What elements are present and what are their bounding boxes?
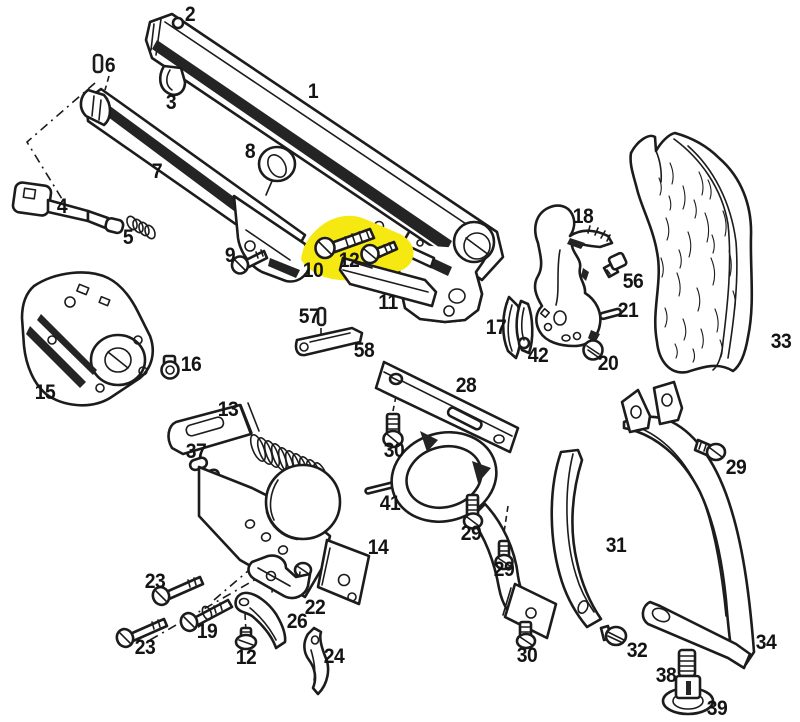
part-18-hammer-drawing[interactable] <box>533 204 614 348</box>
part-label-29-guard-rear[interactable]: 29 <box>493 558 515 581</box>
part-6-pin-drawing[interactable] <box>92 53 104 74</box>
part-label-31[interactable]: 31 <box>605 534 627 557</box>
part-9-screw-drawing[interactable] <box>230 249 269 275</box>
part-33-grip-drawing[interactable] <box>629 131 754 374</box>
part-label-24[interactable]: 24 <box>323 645 345 668</box>
part-label-42[interactable]: 42 <box>527 344 549 367</box>
part-label-13[interactable]: 13 <box>217 398 239 421</box>
part-label-2[interactable]: 2 <box>184 3 196 26</box>
part-24-trigger-drawing[interactable] <box>303 626 330 696</box>
part-12-highlight-group[interactable] <box>301 215 414 281</box>
part-16-nipple-drawing[interactable] <box>160 354 180 380</box>
part-label-18[interactable]: 18 <box>572 205 594 228</box>
part-22-bolt-drawing[interactable] <box>247 554 312 600</box>
part-label-17[interactable]: 17 <box>485 316 507 339</box>
part-label-4[interactable]: 4 <box>56 195 68 218</box>
part-11-wedge-drawing[interactable] <box>338 256 438 308</box>
part-label-28[interactable]: 28 <box>455 374 477 397</box>
part-label-22[interactable]: 22 <box>304 596 326 619</box>
part-20-nut-drawing[interactable] <box>582 339 604 361</box>
part-14-frame-drawing[interactable] <box>197 463 371 606</box>
part-label-56[interactable]: 56 <box>622 270 644 293</box>
part-label-57[interactable]: 57 <box>298 305 320 328</box>
part-label-1[interactable]: 1 <box>307 80 319 103</box>
highlight-part-12[interactable] <box>301 215 414 281</box>
part-21-pin-drawing[interactable] <box>598 307 623 321</box>
part-label-39[interactable]: 39 <box>706 697 728 720</box>
part-7-loading-lever-drawing[interactable] <box>79 87 312 283</box>
part-label-19[interactable]: 19 <box>196 620 218 643</box>
part-label-33[interactable]: 33 <box>770 330 792 353</box>
part-label-10[interactable]: 10 <box>302 259 324 282</box>
part-30-rear-screw-drawing[interactable] <box>515 620 537 650</box>
part-23-upper-screw-drawing[interactable] <box>150 575 205 607</box>
part-12-lower-screw-drawing[interactable] <box>234 626 258 651</box>
part-4-plunger-drawing[interactable] <box>11 181 125 235</box>
part-label-23-upper[interactable]: 23 <box>144 570 166 593</box>
part-label-30-trigger-guard[interactable]: 30 <box>383 439 405 462</box>
part-label-29-backstrap[interactable]: 29 <box>725 456 747 479</box>
part-label-3[interactable]: 3 <box>165 91 177 114</box>
part-label-6[interactable]: 6 <box>104 54 116 77</box>
part-29-rear-screw-drawing[interactable] <box>494 539 514 571</box>
part-label-37[interactable]: 37 <box>185 440 207 463</box>
part-8-ring-drawing[interactable] <box>257 145 297 196</box>
part-label-26[interactable]: 26 <box>286 610 308 633</box>
part-label-29-guard-front[interactable]: 29 <box>460 522 482 545</box>
part-3-catch-drawing <box>158 64 187 97</box>
part-label-15[interactable]: 15 <box>34 381 56 404</box>
part-label-34[interactable]: 34 <box>755 631 777 654</box>
part-label-20[interactable]: 20 <box>597 352 619 375</box>
part-label-58[interactable]: 58 <box>353 339 375 362</box>
part-label-12-lower[interactable]: 12 <box>235 646 257 669</box>
part-23-lower-screw-drawing[interactable] <box>114 617 169 649</box>
part-label-11[interactable]: 11 <box>378 291 398 314</box>
part-label-32[interactable]: 32 <box>626 639 648 662</box>
part-19-screw-drawing[interactable] <box>178 598 234 633</box>
part-5-spring-drawing[interactable] <box>125 215 157 240</box>
part-label-12-wedge-screw[interactable]: 12 <box>338 249 360 272</box>
part-29-backstrap-screw-drawing[interactable] <box>693 438 727 462</box>
part-42-spring-drawing[interactable] <box>515 299 534 355</box>
part-29-front-screw-drawing[interactable] <box>462 493 484 530</box>
part-label-38[interactable]: 38 <box>655 664 677 687</box>
part-label-16[interactable]: 16 <box>180 353 202 376</box>
part-15-cylinder-drawing[interactable] <box>20 271 154 407</box>
part-39-escutcheon-drawing[interactable] <box>661 674 715 716</box>
part-label-30-rear[interactable]: 30 <box>516 644 538 667</box>
part-57-pin-drawing[interactable] <box>316 306 327 327</box>
part-1-barrel-drawing[interactable] <box>144 12 505 324</box>
part-label-9[interactable]: 9 <box>224 244 236 267</box>
part-58-latch-drawing[interactable] <box>294 326 364 357</box>
part-12-screw-drawing[interactable] <box>314 227 399 265</box>
part-26-spring-drawing[interactable] <box>234 591 287 650</box>
part-56-screw-drawing[interactable] <box>602 251 628 279</box>
part-label-41[interactable]: 41 <box>379 492 401 515</box>
part-label-7[interactable]: 7 <box>151 160 163 183</box>
part-label-8[interactable]: 8 <box>244 140 256 163</box>
part-28-trigger-guard-drawing[interactable] <box>374 360 558 640</box>
part-label-21[interactable]: 21 <box>617 299 639 322</box>
part-30-front-screw-drawing[interactable] <box>382 412 404 449</box>
part-34-backstrap-drawing[interactable] <box>620 380 756 670</box>
part-2-screw-drawing <box>171 16 185 30</box>
part-31-strap-drawing[interactable] <box>550 448 603 629</box>
part-label-14[interactable]: 14 <box>367 536 389 559</box>
part-32-screw-drawing[interactable] <box>599 624 628 647</box>
part-label-23-lower[interactable]: 23 <box>134 636 156 659</box>
part-label-5[interactable]: 5 <box>122 226 134 249</box>
